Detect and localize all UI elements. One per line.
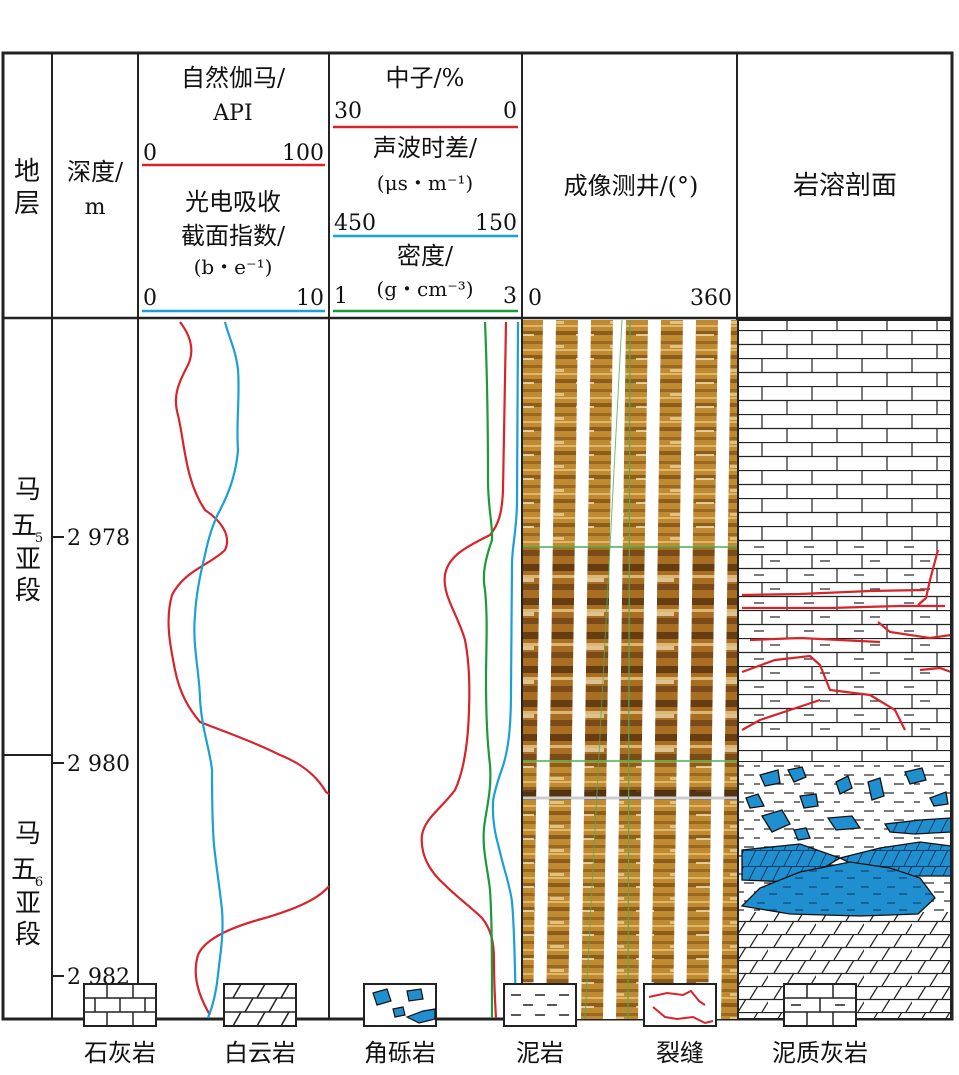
argillaceous-limestone-swatch: [783, 983, 857, 1027]
stratum-1-sub: 5: [35, 531, 43, 546]
stratum-2-c2: 五: [11, 855, 37, 885]
legend-label: 裂缝: [656, 1039, 704, 1067]
ac-scale-right: 150: [475, 211, 517, 236]
breccia-swatch: [363, 983, 437, 1027]
pe-scale-min: 0: [143, 286, 157, 311]
stratum-2-c4: 段: [15, 920, 41, 950]
ac-scale-left: 450: [334, 211, 376, 236]
dolomite-swatch: [223, 983, 297, 1027]
limestone-swatch: [83, 983, 157, 1027]
stratum-1-c1: 马: [15, 475, 41, 505]
profile-label: 岩溶剖面: [793, 171, 897, 201]
depth-tick-label: 2 978: [67, 526, 130, 551]
density-curve: [482, 321, 494, 1019]
imaging-label: 成像测井/(°): [564, 172, 699, 200]
mudstone-swatch: [503, 983, 577, 1027]
header-profile: 岩溶剖面: [793, 171, 897, 201]
header-stratum: 地 层: [14, 157, 40, 219]
ac-label-1: 声波时差/: [373, 134, 478, 162]
depth-column: 2 978 2 980 2 982: [52, 526, 130, 990]
legend-label: 泥岩: [516, 1039, 564, 1067]
track2-curves: [420, 321, 520, 1019]
legend-label: 石灰岩: [84, 1039, 156, 1067]
den-scale-left: 1: [334, 284, 348, 309]
cnl-scale-left: 30: [334, 99, 362, 124]
neutron-curve: [420, 321, 508, 1019]
imaging-scale-max: 360: [690, 286, 732, 311]
legend-label: 白云岩: [224, 1039, 296, 1067]
legend-item-fracture: 裂缝: [620, 975, 740, 1067]
legend: 石灰岩 白云岩 角砾岩: [0, 975, 959, 1075]
sonic-curve: [491, 321, 520, 1019]
pe-label-1: 光电吸收: [185, 188, 281, 216]
imaging-scale-min: 0: [528, 286, 542, 311]
cnl-label: 中子/%: [386, 64, 465, 92]
breccia-clasts: [740, 766, 951, 917]
legend-label: 泥质灰岩: [772, 1039, 868, 1067]
den-scale-right: 3: [503, 284, 517, 309]
image-trace: [584, 320, 623, 1019]
pe-label-2: 截面指数/: [181, 222, 286, 250]
stratum-2-c3: 亚: [15, 889, 41, 919]
image-pad-gaps: [533, 320, 731, 1019]
gr-scale-max: 100: [282, 141, 324, 166]
lithology-profile: [738, 320, 951, 1019]
den-label-1: 密度/: [397, 242, 454, 270]
imaging-track: [523, 320, 738, 1019]
photoelectric-curve: [193, 321, 240, 1019]
gr-label-2: API: [212, 101, 252, 126]
header-track1: 自然伽马/ API 0 100 光电吸收 截面指数/ (b・e⁻¹) 0 10: [142, 64, 325, 313]
image-zone-upper: [523, 320, 738, 548]
cnl-scale-right: 0: [503, 99, 517, 124]
stratum-header-line1: 地: [14, 157, 40, 187]
image-trace: [627, 320, 631, 1019]
legend-item-breccia: 角砾岩: [340, 975, 460, 1067]
stratum-2-c1: 马: [15, 819, 41, 849]
fracture-swatch: [643, 983, 717, 1027]
legend-item-dolomite: 白云岩: [200, 975, 320, 1067]
gamma-ray-curve: [167, 321, 330, 1016]
argillaceous-limestone-unit: [738, 546, 951, 730]
stratum-1-c4: 段: [15, 576, 41, 606]
image-zone-middle: [523, 548, 738, 760]
stratum-2-sub: 6: [35, 875, 43, 890]
stratum-column: 马 五 5 亚 段 马 五 6 亚 段: [3, 475, 52, 950]
depth-tick-label: 2 980: [67, 752, 130, 777]
limestone-unit: [738, 320, 951, 546]
gr-label-1: 自然伽马/: [181, 64, 286, 92]
gr-scale-min: 0: [143, 141, 157, 166]
pe-scale-max: 10: [296, 286, 324, 311]
stratum-1-c2: 五: [11, 511, 37, 541]
ac-label-2: (μs・m⁻¹): [377, 171, 473, 195]
limestone-unit: [738, 730, 951, 762]
header-track2: 中子/% 30 0 声波时差/ (μs・m⁻¹) 450 150 密度/ (g・…: [333, 64, 518, 313]
stratum-header-line2: 层: [14, 189, 40, 219]
pe-label-3: (b・e⁻¹): [194, 255, 273, 279]
fracture-lines: [741, 549, 951, 731]
image-zone-lower: [523, 760, 738, 1019]
stratum-1-c3: 亚: [15, 545, 41, 575]
track1-curves: [167, 321, 330, 1019]
legend-label: 角砾岩: [364, 1039, 436, 1067]
legend-item-limestone: 石灰岩: [60, 975, 180, 1067]
header-depth: 深度/ m: [67, 158, 124, 220]
depth-header-line2: m: [85, 195, 106, 220]
legend-item-mudstone: 泥岩: [480, 975, 600, 1067]
image-dark-band: [523, 790, 738, 800]
legend-item-argillaceous-limestone: 泥质灰岩: [760, 975, 880, 1067]
header-imaging: 成像测井/(°) 0 360: [528, 172, 732, 311]
den-label-2: (g・cm⁻³): [376, 277, 473, 301]
depth-header-line1: 深度/: [67, 158, 124, 186]
